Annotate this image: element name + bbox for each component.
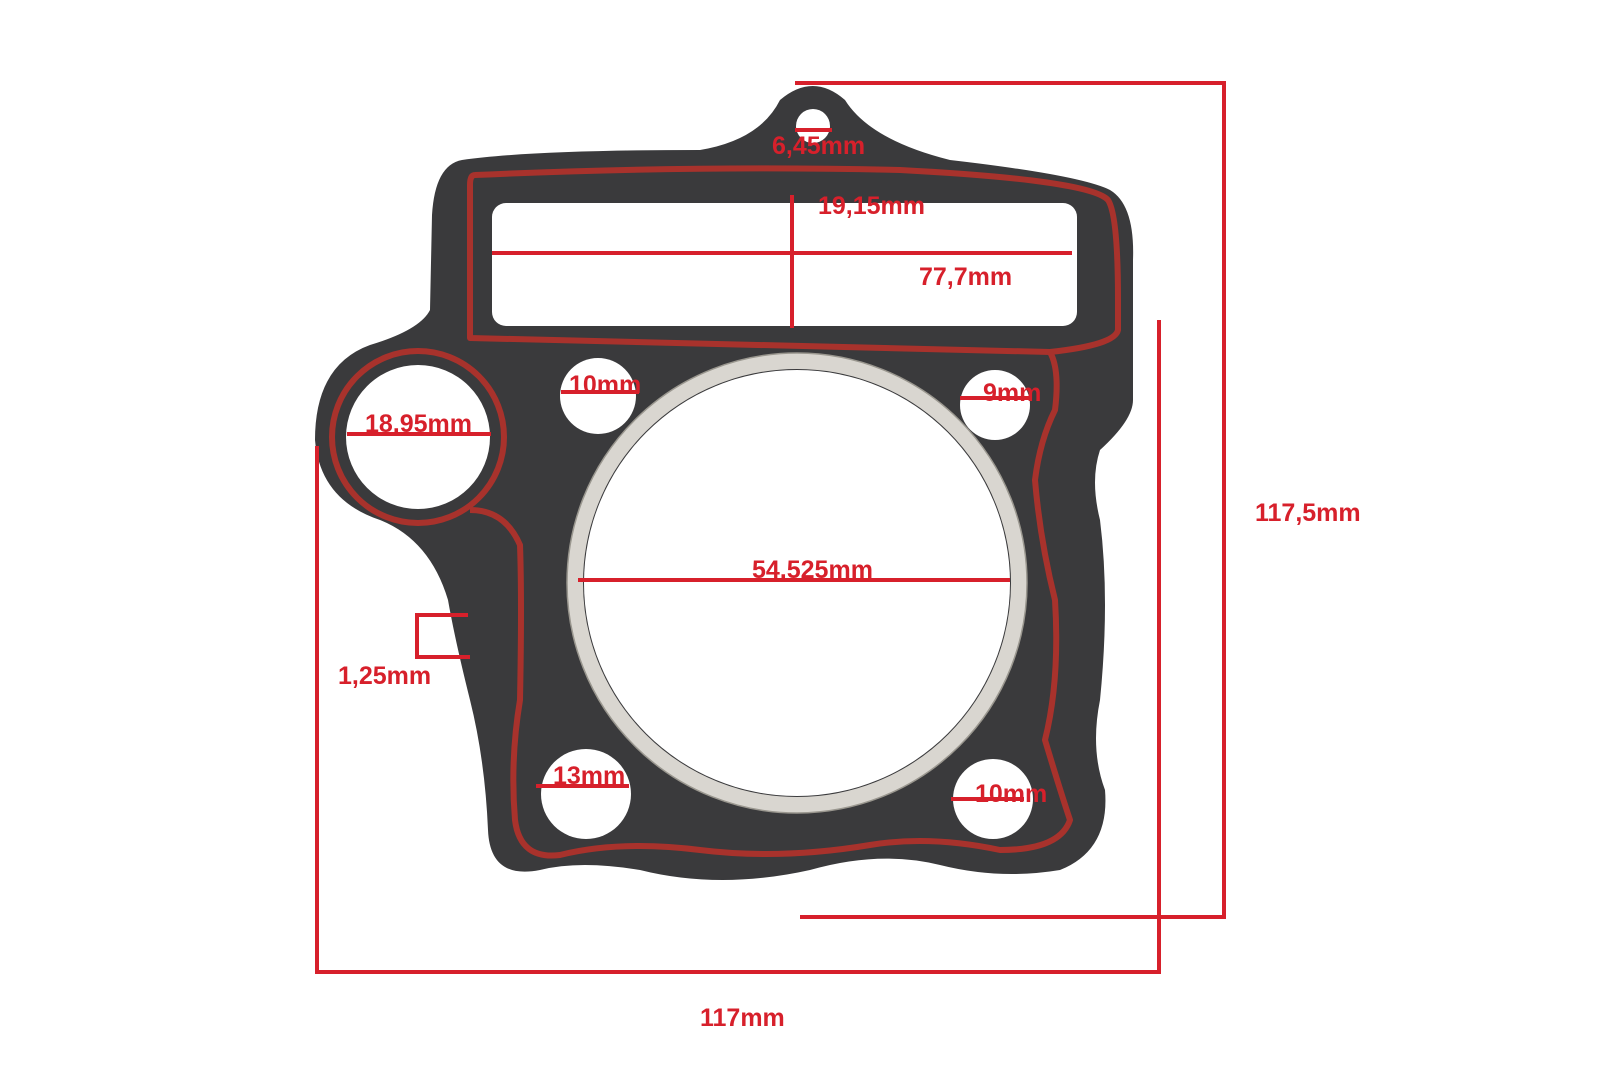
stud-hole-bottom-left-dimension: 13mm — [553, 762, 626, 790]
stud-hole-bottom-right-dimension: 10mm — [975, 780, 1048, 808]
gasket-body — [315, 86, 1134, 880]
stud-hole-top-left-dimension: 10mm — [569, 371, 642, 399]
sealing-bead — [329, 165, 1121, 859]
port-width-dimension: 77,7mm — [919, 263, 1013, 291]
overall-height-dimension: 117,5mm — [1255, 499, 1361, 527]
stud-hole-top-right-dimension: 9mm — [983, 379, 1042, 407]
top-hole-dimension: 6,45mm — [772, 132, 866, 160]
side-oil-hole-dimension: 18,95mm — [365, 410, 473, 438]
bore-ring — [567, 353, 1027, 813]
bore-dimension: 54,525mm — [752, 556, 873, 584]
port-height-dimension: 19,15mm — [818, 192, 926, 220]
overall-width-dimension: 117mm — [700, 1004, 785, 1032]
dimension-lines — [315, 81, 1226, 974]
thickness-dimension: 1,25mm — [338, 662, 432, 690]
